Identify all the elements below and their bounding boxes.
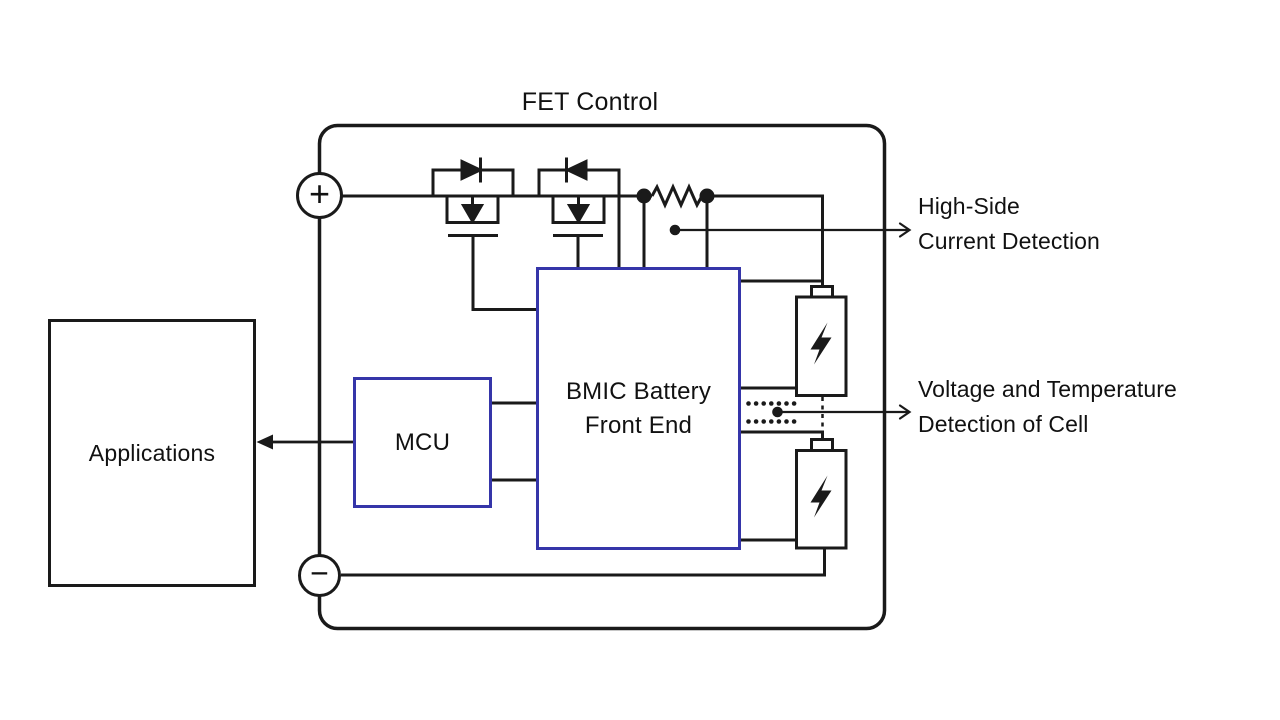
mosfet-1-gate-wire bbox=[471, 235, 536, 311]
mosfet-2-arrow-icon bbox=[566, 204, 591, 224]
high-side-line1: High-Side bbox=[918, 193, 1020, 219]
mosfet-1-arrow-icon bbox=[460, 204, 485, 224]
diode-triangle-1-icon bbox=[460, 159, 484, 181]
mcu-label: MCU bbox=[394, 428, 451, 456]
diagram-title: FET Control bbox=[521, 88, 659, 116]
battery-cell-2-icon bbox=[795, 438, 848, 550]
high-side-detection-label: High-Side Current Detection bbox=[918, 189, 1100, 259]
battery-cell-1-icon bbox=[795, 285, 848, 397]
shunt-resistor-icon bbox=[636, 183, 715, 267]
sense-tap-dot bbox=[772, 406, 783, 418]
negative-rail-wire bbox=[341, 549, 826, 577]
voltage-temp-line1: Voltage and Temperature bbox=[918, 376, 1177, 402]
high-side-line2: Current Detection bbox=[918, 228, 1100, 254]
mcu-bmic-wires bbox=[492, 401, 536, 482]
applications-block: Applications bbox=[48, 319, 256, 587]
diode-triangle-2-icon bbox=[564, 159, 588, 181]
bmic-label-line2: Front End bbox=[584, 411, 693, 439]
bmic-block: BMIC Battery Front End bbox=[536, 267, 741, 550]
minus-sign: − bbox=[310, 555, 329, 591]
high-side-detection-arrow bbox=[669, 222, 912, 238]
mosfet-1-icon bbox=[431, 157, 536, 311]
positive-terminal: + bbox=[296, 172, 343, 219]
arrowhead-right-icon bbox=[898, 404, 912, 420]
sense-tap-dot bbox=[669, 224, 681, 236]
junction-dot bbox=[636, 188, 652, 204]
mcu-block: MCU bbox=[353, 377, 492, 508]
mosfet-2-icon bbox=[537, 157, 621, 267]
lightning-bolt-icon bbox=[810, 475, 832, 518]
voltage-temp-line2: Detection of Cell bbox=[918, 411, 1089, 437]
bmic-label-line1: BMIC Battery bbox=[565, 377, 712, 405]
voltage-temp-detection-arrow bbox=[772, 404, 912, 420]
arrowhead-right-icon bbox=[898, 222, 912, 238]
voltage-temp-detection-label: Voltage and Temperature Detection of Cel… bbox=[918, 372, 1177, 442]
fet-control-enclosure-box bbox=[317, 123, 887, 631]
mcu-to-applications-arrow bbox=[256, 434, 353, 450]
arrowhead-left-icon bbox=[256, 434, 273, 450]
lightning-bolt-icon bbox=[810, 322, 832, 365]
negative-terminal: − bbox=[298, 554, 341, 597]
cell-sense-dotted-rows bbox=[746, 401, 797, 424]
junction-dot bbox=[699, 188, 715, 204]
plus-sign: + bbox=[308, 173, 331, 214]
applications-label: Applications bbox=[88, 440, 216, 466]
bmic-battery-wires bbox=[741, 279, 824, 542]
